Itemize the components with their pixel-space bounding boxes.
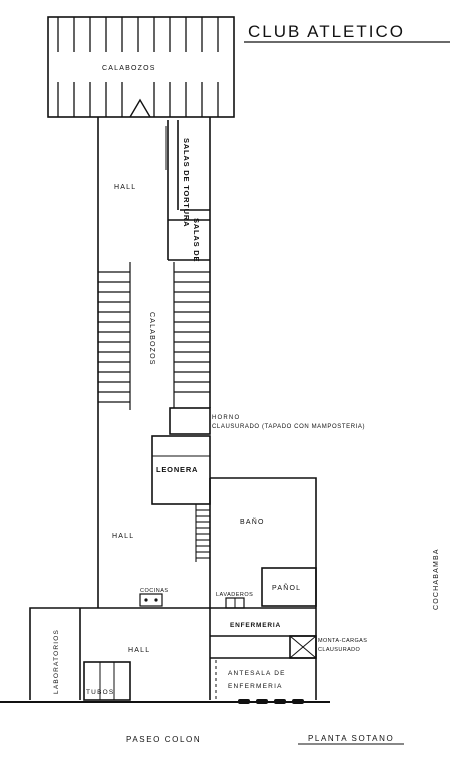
label-antesala-1: ANTESALA DE	[228, 670, 286, 677]
ground-vents	[238, 699, 304, 704]
label-calabozos-mid: CALABOZOS	[148, 312, 155, 366]
label-enfermeria: ENFERMERIA	[230, 622, 281, 629]
label-street-right: COCHABAMBA	[433, 548, 440, 610]
label-hall-top: HALL	[114, 184, 136, 191]
label-tubos: TUBOS	[86, 689, 114, 696]
calabozos-left-cells	[98, 262, 131, 410]
panol-room	[261, 567, 317, 607]
label-plan: PLANTA SOTANO	[308, 734, 394, 743]
cocinas-stove	[139, 593, 163, 607]
label-cocinas: COCINAS	[140, 588, 169, 594]
calabozos-top-block	[47, 16, 235, 118]
label-antesala-2: ENFERMERIA	[228, 683, 283, 690]
calabozos-top-cells	[57, 17, 219, 117]
horno-box	[169, 407, 211, 435]
label-salas-tortura: SALAS DE TORTURA	[182, 138, 191, 227]
label-hall-low: HALL	[128, 647, 150, 654]
label-salas-de: SALAS DE	[192, 218, 201, 262]
stair-mark-top	[129, 98, 151, 118]
stair-mid	[195, 504, 210, 562]
label-panol: PAÑOL	[272, 583, 301, 592]
label-montacargas-1: MONTA-CARGAS	[318, 638, 367, 644]
label-horno-1: HORNO	[212, 415, 240, 421]
plan-title: CLUB ATLETICO	[248, 22, 405, 41]
label-leonera: LEONERA	[156, 465, 198, 474]
label-montacargas-2: CLAUSURADO	[318, 647, 361, 653]
tubos-room	[83, 661, 131, 701]
leonera-room	[151, 435, 211, 505]
label-horno-2: CLAUSURADO (TAPADO CON MAMPOSTERIA)	[212, 424, 365, 430]
label-street-bottom: PASEO COLON	[126, 735, 201, 744]
label-bano: BAÑO	[240, 517, 265, 526]
label-lavaderos: LAVADEROS	[216, 592, 253, 598]
label-laboratorios: LABORATORIOS	[53, 629, 60, 694]
label-calabozos-top: CALABOZOS	[102, 65, 156, 72]
label-hall-mid: HALL	[112, 533, 134, 540]
calabozos-right-cells	[173, 262, 210, 408]
